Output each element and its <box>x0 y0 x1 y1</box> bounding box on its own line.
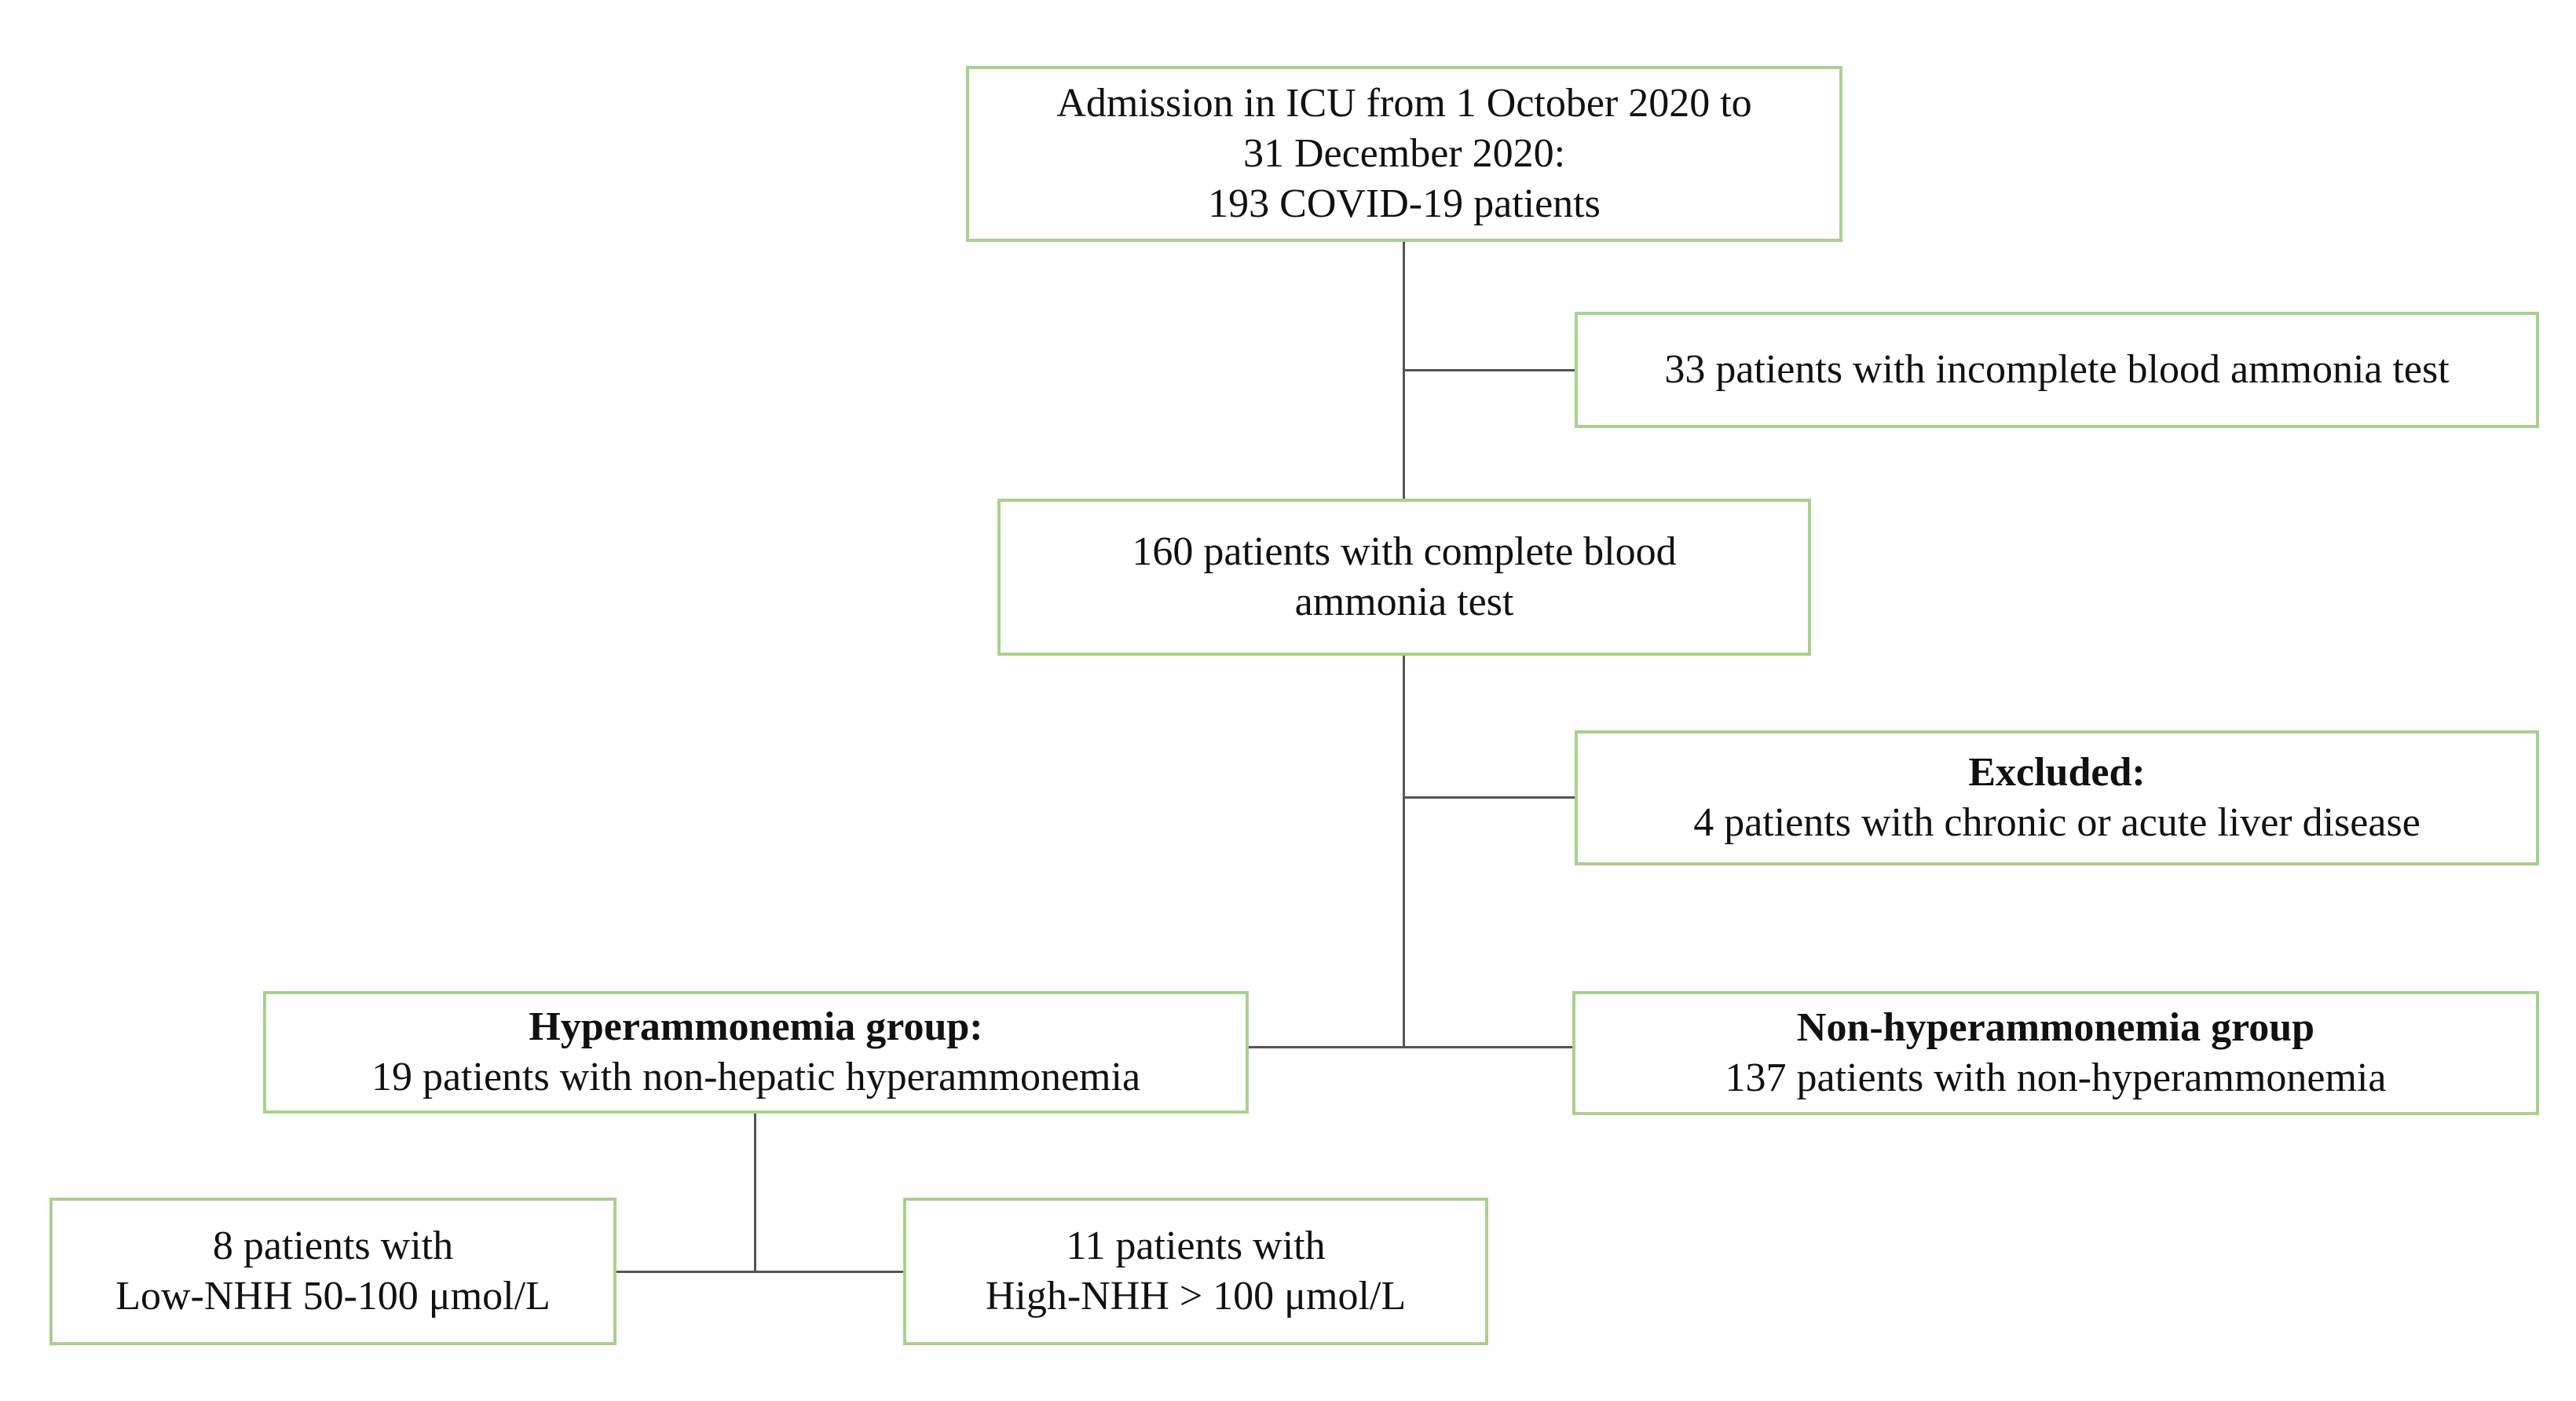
connector-complete-to-groups <box>1403 656 1405 1048</box>
text-line: 33 patients with incomplete blood ammoni… <box>1664 347 2450 392</box>
connector-subgroups-horizontal <box>617 1271 903 1273</box>
text-line: High-NHH > 100 μmol/L <box>985 1274 1407 1319</box>
flow-box-non-hyperammonemia-group: Non-hyperammonemia group 137 patients wi… <box>1572 991 2539 1115</box>
box-title: Non-hyperammonemia group <box>1796 1005 2315 1050</box>
flow-box-excluded: Excluded: 4 patients with chronic or acu… <box>1575 730 2539 865</box>
connector-hyper-to-subgroups <box>754 1114 756 1273</box>
text-line: ammonia test <box>1294 580 1514 624</box>
flow-box-incomplete-ammonia-test: 33 patients with incomplete blood ammoni… <box>1575 312 2539 428</box>
text-line: 137 patients with non-hyperammonemia <box>1725 1055 2387 1100</box>
text-line: Admission in ICU from 1 October 2020 to <box>1056 81 1752 126</box>
box-title: Hyperammonemia group: <box>529 1004 983 1049</box>
text-line: 8 patients with <box>212 1224 454 1268</box>
text-line: 193 COVID-19 patients <box>1208 181 1601 226</box>
text-line: 4 patients with chronic or acute liver d… <box>1693 800 2420 845</box>
text-line: 160 patients with complete blood <box>1132 529 1677 574</box>
text-line: 11 patients with <box>1066 1224 1326 1268</box>
connector-branch-excluded <box>1403 796 1575 799</box>
connector-branch-incomplete <box>1403 369 1575 371</box>
text-line: 31 December 2020: <box>1242 131 1566 176</box>
flow-box-low-nhh: 8 patients with Low-NHH 50-100 μmol/L <box>49 1198 617 1345</box>
text-line: 19 patients with non-hepatic hyperammone… <box>371 1055 1141 1099</box>
connector-groups-horizontal <box>1249 1046 1572 1048</box>
text-line: Low-NHH 50-100 μmol/L <box>115 1274 551 1319</box>
flow-box-admission: Admission in ICU from 1 October 2020 to … <box>966 66 1842 242</box>
flow-box-complete-ammonia-test: 160 patients with complete blood ammonia… <box>997 499 1811 656</box>
flow-box-high-nhh: 11 patients with High-NHH > 100 μmol/L <box>903 1198 1488 1345</box>
box-title: Excluded: <box>1968 750 2146 795</box>
flow-box-hyperammonemia-group: Hyperammonemia group: 19 patients with n… <box>263 991 1249 1114</box>
